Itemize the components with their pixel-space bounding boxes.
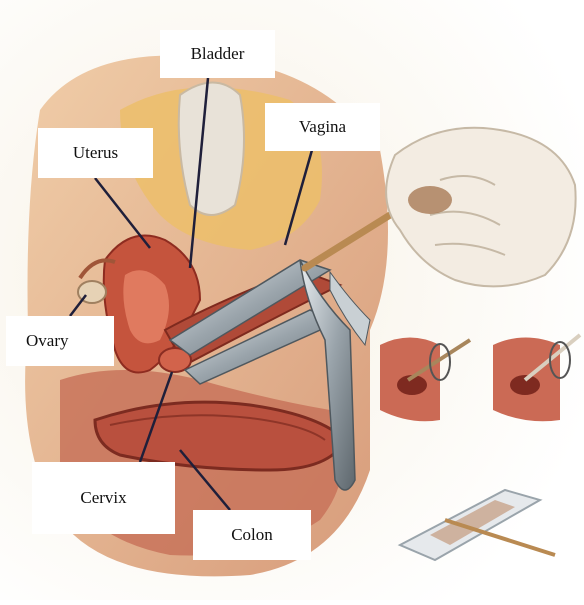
label-uterus: Uterus (38, 128, 153, 178)
label-vagina: Vagina (265, 103, 380, 151)
label-bladder: Bladder (160, 30, 275, 78)
label-cervix: Cervix (32, 462, 175, 534)
label-ovary: Ovary (6, 316, 114, 366)
label-colon: Colon (193, 510, 311, 560)
bladder-organ (179, 83, 244, 216)
